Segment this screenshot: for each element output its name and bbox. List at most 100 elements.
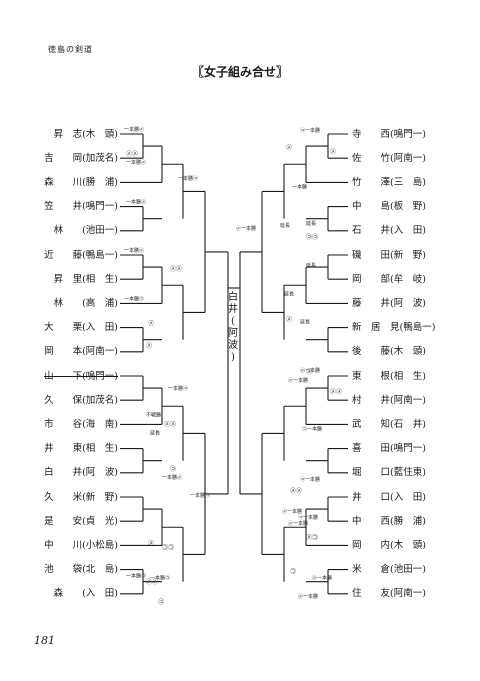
right-player-6: 磯 田(新 野) [352,249,426,261]
result-annotation: 一本勝㋙ [190,492,210,499]
left-player-17: 是 安(貞 光) [44,515,118,527]
result-annotation: 一本勝㋱ [126,199,146,206]
left-player-16: 久 米(新 野) [44,491,118,503]
champion-char: 白 [228,292,238,303]
page-number: 181 [34,634,55,647]
result-annotation: 一本勝㋙ [126,573,146,580]
result-annotation: 一本勝㋙ [150,575,170,582]
result-annotation: ㋱一本勝 [288,520,308,527]
left-player-2: 吉 岡(加茂名) [44,152,118,164]
result-annotation: ㋙一本勝 [298,514,318,521]
score-mark: ㋱㋙ [306,533,318,541]
result-annotation: ㋙一本勝 [300,476,320,483]
champion-name: 白井(阿波) [227,292,239,364]
left-player-8: 林 (高 浦) [53,297,118,309]
score-mark: ㋙㋙ [306,233,318,241]
result-annotation: 一本勝㋙ [124,295,144,302]
score-mark: ㋱ [148,320,154,328]
right-player-1: 寺 西(鳴門一) [352,128,426,140]
left-player-20: 森 (入 田) [53,588,118,600]
score-mark: ㋙㋙ [162,543,174,551]
result-annotation: 延長 [280,222,290,229]
result-annotation: ㋙一本勝 [302,425,322,432]
result-annotation: 一本勝 [292,183,307,190]
right-player-17: 中 西(勝 浦) [352,515,426,527]
champion-char: 井 [228,304,238,315]
right-player-16: 井 口(入 田) [352,491,426,503]
score-mark: ㋱ [146,342,152,350]
right-player-5: 石 井(入 田) [352,225,426,237]
left-player-3: 森 川(勝 浦) [44,176,118,188]
result-annotation: ㋱一本勝 [312,575,332,582]
left-player-11: 山 下(鳴門一) [44,370,118,382]
result-annotation: 一本勝㋙ [178,175,198,182]
result-annotation: 延長 [284,290,294,297]
left-player-5: 林 (池田一) [53,225,118,237]
result-annotation: 一本勝㋱ [124,247,144,254]
result-annotation: 不戦勝 [146,411,161,418]
result-annotation: 延長 [300,319,310,326]
champion-char: 阿 [228,328,238,339]
result-annotation: ㋱一本勝 [298,593,318,600]
right-player-8: 藤 井(阿 波) [352,297,426,309]
champion-char: 波 [228,340,238,351]
right-player-13: 武 知(石 井) [352,418,426,430]
score-mark: ㋱ [306,368,312,376]
result-annotation: ㋱一本勝 [288,377,308,384]
result-annotation: ㋱一本勝 [236,225,256,232]
right-player-3: 竹 澤(三 島) [352,176,426,188]
score-mark: ㋙ [158,598,164,606]
left-player-1: 昇 志(木 頭) [53,128,118,140]
score-mark: ㋱㋱ [290,487,302,495]
score-mark: ㋱ [148,539,154,547]
right-player-15: 堀 口(藍住東) [352,467,426,479]
right-player-7: 岡 部(牟 岐) [352,273,426,285]
right-player-19: 米 倉(池田一) [352,564,426,576]
result-annotation: 一本勝㋙ [168,385,188,392]
right-player-20: 住 友(阿南一) [352,588,426,600]
right-player-9: 新 居 見(鴨島一) [352,322,436,334]
score-mark: ㋱ [330,148,336,156]
left-player-10: 岡 本(阿南一) [44,346,118,358]
left-player-6: 近 藤(鴨島一) [44,249,118,261]
right-player-12: 村 井(阿南一) [352,394,426,406]
score-mark: ㋱㋱ [330,388,342,396]
left-player-14: 井 東(相 生) [44,443,118,455]
score-mark: ㋱㋱ [126,150,138,158]
result-annotation: 一本勝㋱ [124,126,144,133]
result-annotation: 延長 [306,262,316,269]
result-annotation: ㋱一本勝 [282,508,302,515]
right-player-4: 中 島(板 野) [352,201,426,213]
result-annotation: 一本勝㋱ [162,474,182,481]
champion-char: ( [231,316,235,327]
right-player-10: 後 藤(木 頭) [352,346,426,358]
score-mark: ㋙ [290,568,296,576]
left-player-4: 笠 井(鳴門一) [44,201,118,213]
result-annotation: 延長 [306,220,316,227]
left-player-18: 中 川(小松島) [44,539,118,551]
result-annotation: ㋱一本勝 [300,367,320,374]
left-player-15: 白 井(阿 波) [44,467,118,479]
right-player-2: 佐 竹(阿南一) [352,152,426,164]
score-mark: ㋙ [170,465,176,473]
right-player-18: 岡 内(木 頭) [352,539,426,551]
left-player-12: 久 保(加茂名) [44,394,118,406]
score-mark: ㋱㋱ [164,420,176,428]
result-annotation: 一本勝㋱ [126,159,146,166]
page-title: 〖女子組み合せ〗 [191,65,288,79]
score-mark: ㋱ [286,144,292,152]
left-player-13: 市 谷(海 南) [44,418,118,430]
left-player-19: 池 袋(北 島) [44,564,118,576]
left-player-9: 大 栗(入 田) [44,322,118,334]
left-player-7: 昇 里(相 生) [53,273,118,285]
score-mark: ㋱ [286,316,292,324]
champion-char: ) [231,352,235,363]
result-annotation: 延長 [150,430,160,437]
result-annotation: ㋙一本勝 [300,127,320,134]
score-mark: ㋱㋱ [170,265,182,273]
right-player-14: 喜 田(鳴門一) [352,443,426,455]
score-mark: ㋱㋱ [146,578,158,586]
right-player-11: 東 根(相 生) [352,370,426,382]
